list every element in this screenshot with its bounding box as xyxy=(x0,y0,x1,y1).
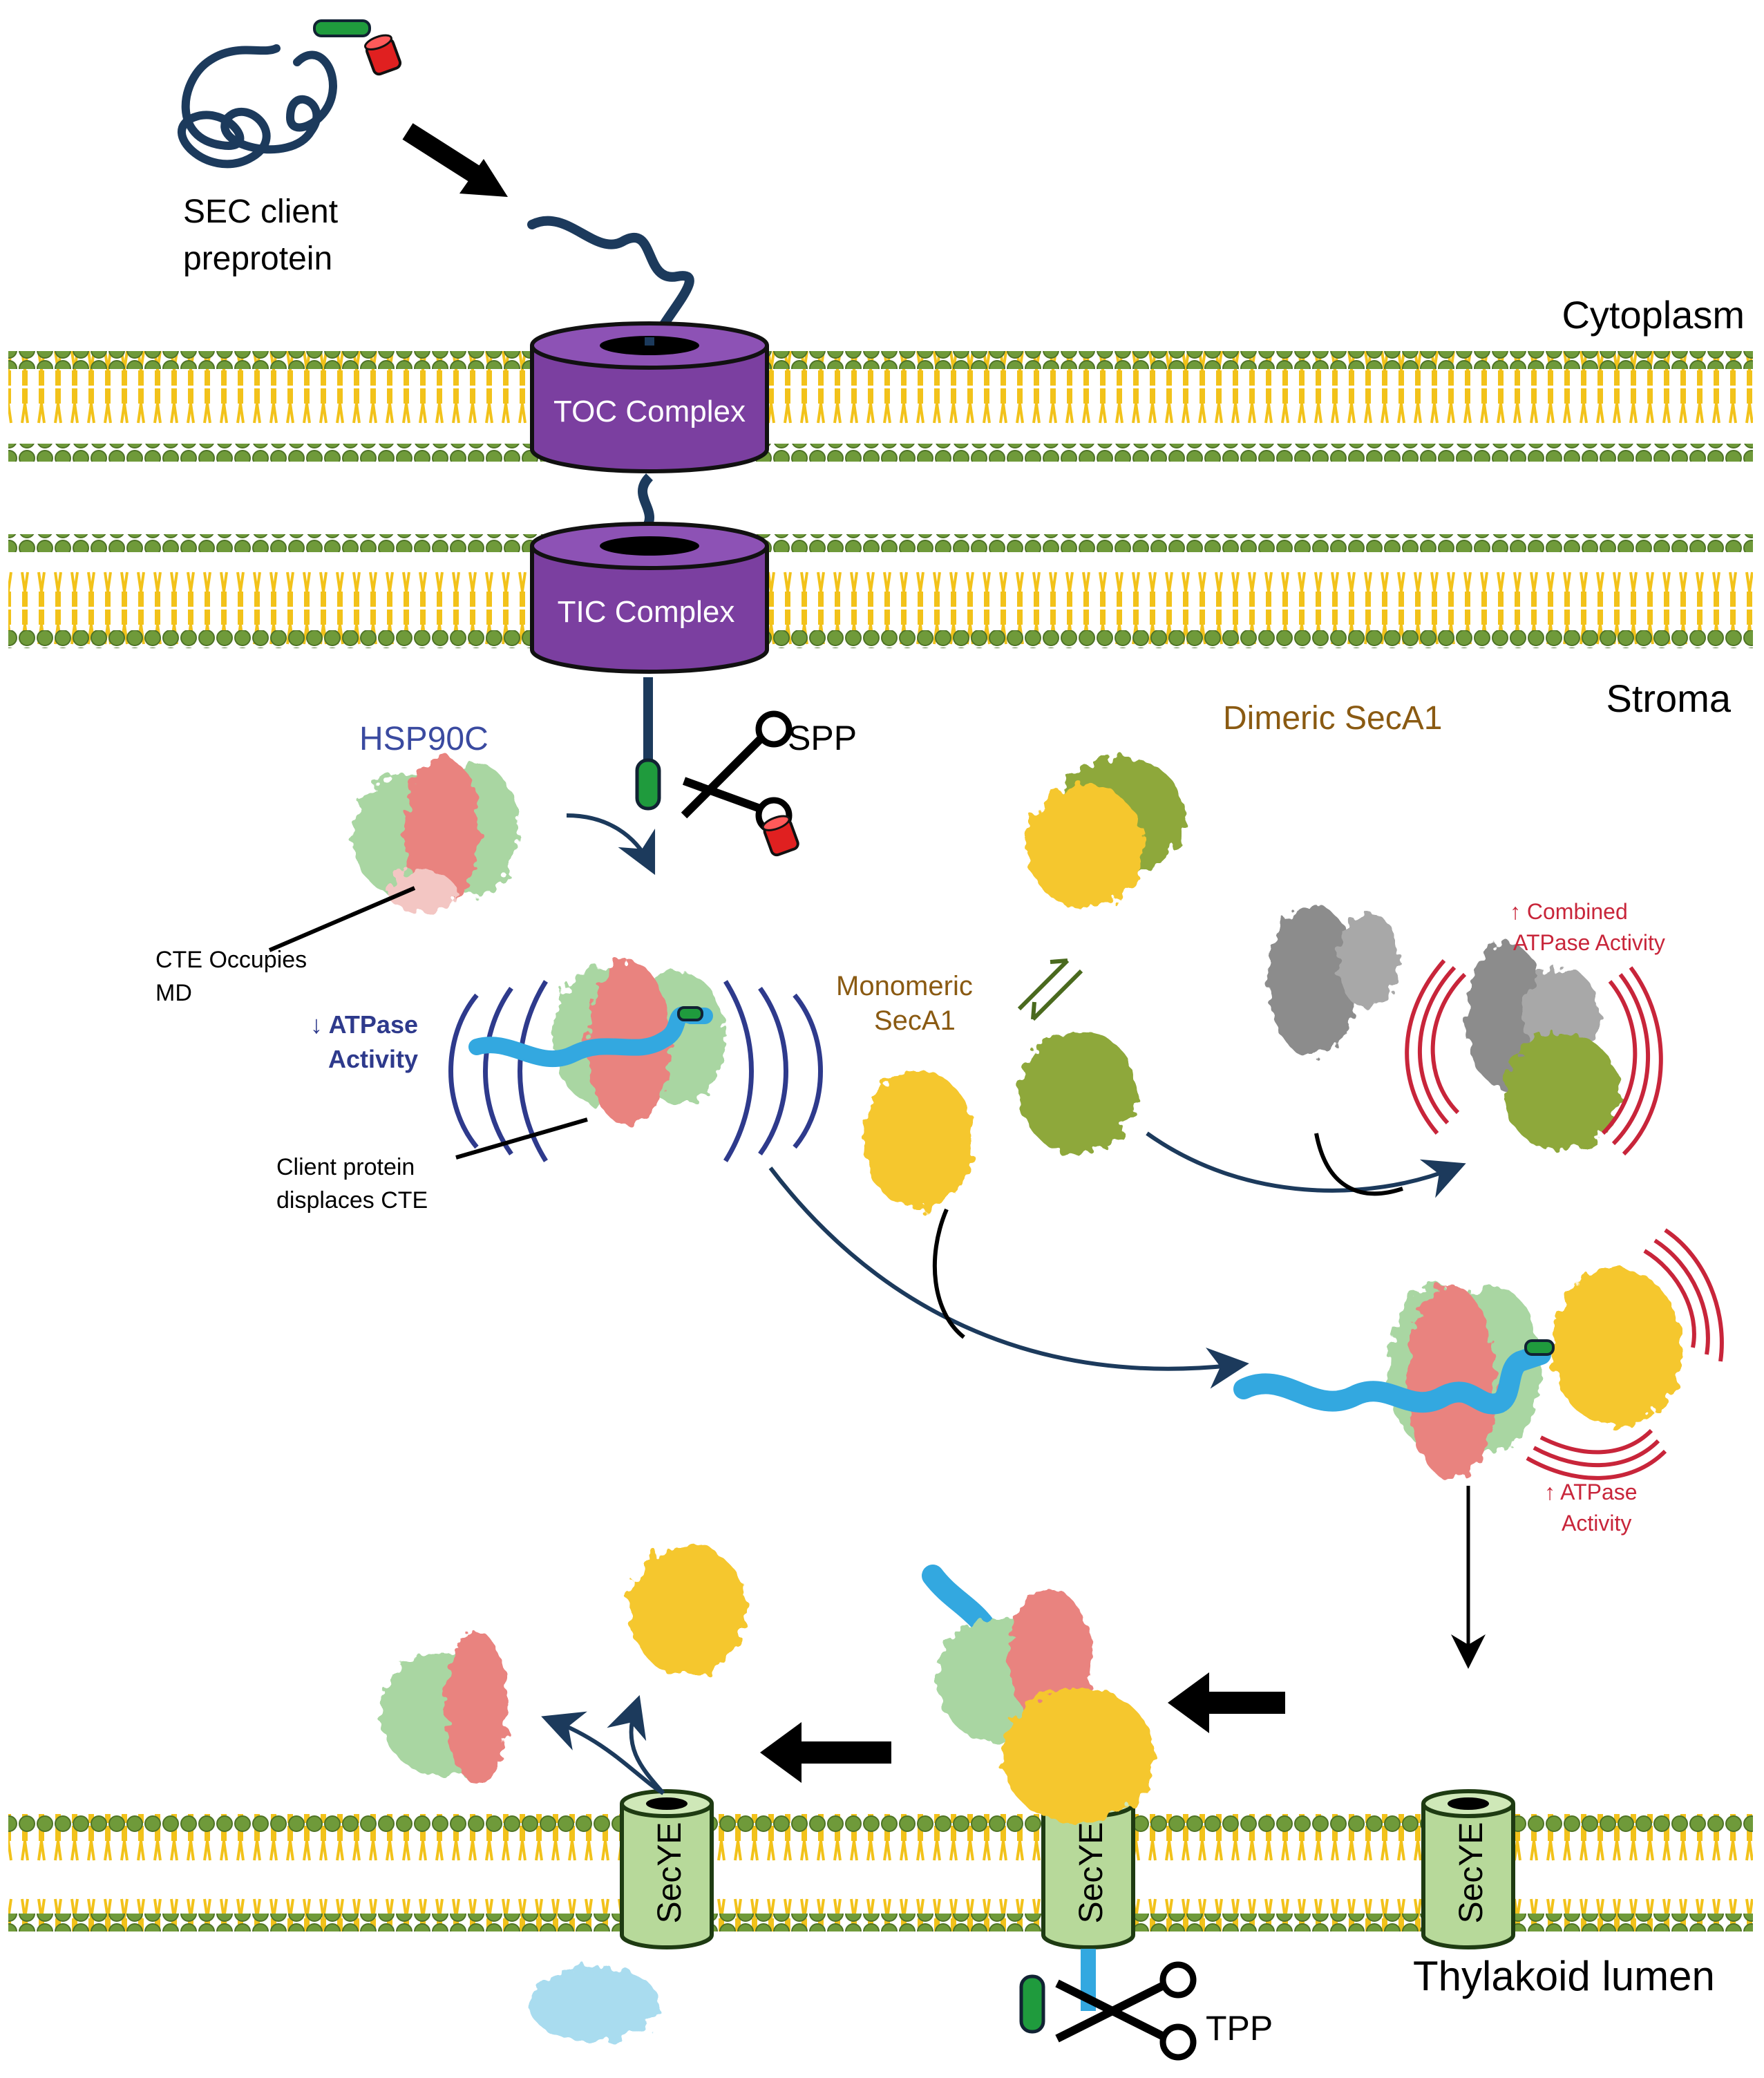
transit-peptide-red xyxy=(363,34,402,76)
atpase-up-label-line1: ↑ ATPase xyxy=(1544,1480,1638,1504)
seca1-monomer-yellow xyxy=(864,1071,974,1209)
atpase-down-label-line2: Activity xyxy=(328,1045,418,1073)
cleaved-signal-green xyxy=(1019,1974,1045,2034)
monomeric-label-line1: Monomeric xyxy=(836,971,973,1001)
seca-join-stroke xyxy=(932,1208,965,1339)
client-pointer-line xyxy=(455,1117,588,1160)
ternary-client-chain xyxy=(1233,1344,1551,1415)
seca1-monomer-olive xyxy=(1019,1030,1137,1154)
released-hsp90c xyxy=(380,1631,508,1783)
spp-label: SPP xyxy=(788,719,857,757)
tic-complex xyxy=(530,522,769,674)
combined-complex xyxy=(1465,943,1620,1151)
cleaved-transit-peptide xyxy=(761,815,799,857)
secye-label-left: SecYE xyxy=(652,1822,688,1924)
gray-join-stroke xyxy=(1314,1133,1403,1196)
combined-label-line2: ATPase Activity xyxy=(1513,930,1665,955)
preprotein-label: preprotein xyxy=(183,240,332,277)
cte-pointer-line xyxy=(268,886,416,952)
to-ternary-arrow xyxy=(768,1166,1249,1389)
vibration-arcs-left xyxy=(448,980,548,1162)
cytoplasm-label: Cytoplasm xyxy=(1562,293,1745,337)
equilibrium-arrows xyxy=(1017,958,1083,1021)
ternary-activity-arcs xyxy=(1526,1228,1724,1480)
thylakoid-signal-green xyxy=(635,758,661,811)
client-label-line1: Client protein xyxy=(276,1154,415,1180)
monomeric-label-line2: SecA1 xyxy=(874,1005,956,1036)
secye-label-middle: SecYE xyxy=(1073,1822,1110,1924)
combined-label-line1: ↑ Combined xyxy=(1510,899,1628,924)
thylakoid-lumen-label: Thylakoid lumen xyxy=(1413,1953,1715,1999)
dimeric-seca1-label: Dimeric SecA1 xyxy=(1223,700,1442,737)
left-arrow-right xyxy=(1168,1672,1285,1733)
atpase-up-label-line2: Activity xyxy=(1562,1511,1631,1536)
inner-envelope-membrane xyxy=(8,534,1753,648)
released-seca1 xyxy=(629,1545,746,1676)
client-label-line2: displaces CTE xyxy=(276,1187,428,1213)
cte-label-line2: MD xyxy=(155,980,192,1006)
ternary-complex xyxy=(1389,1268,1682,1479)
tpp-label: TPP xyxy=(1206,2009,1273,2048)
secye-channel-right xyxy=(1421,1789,1515,1949)
gray-partner-protein xyxy=(1268,905,1399,1057)
signal-peptide-green xyxy=(313,19,371,37)
atpase-down-label-line1: ↓ ATPase xyxy=(310,1010,418,1039)
scissors-icon-tpp xyxy=(1055,1961,1197,2061)
docked-complex xyxy=(936,1589,1154,1824)
toc-complex-label: TOC Complex xyxy=(553,395,746,428)
ternary-signal-green xyxy=(1524,1339,1555,1356)
scissors-icon xyxy=(681,710,793,834)
toc-complex xyxy=(530,321,769,473)
sec-client-label: SEC client xyxy=(183,193,338,230)
stroma-label: Stroma xyxy=(1606,677,1732,720)
seca1-dimer xyxy=(1026,757,1185,909)
mature-protein-lumen xyxy=(529,1966,660,2042)
outer-envelope-membrane xyxy=(8,351,1753,462)
cte-label-line1: CTE Occupies xyxy=(155,947,307,973)
client-protein-chain xyxy=(468,1006,713,1068)
secye-channel-left xyxy=(620,1789,714,1949)
left-arrow-left xyxy=(760,1722,891,1783)
client-signal-green xyxy=(677,1006,703,1021)
secye-label-right: SecYE xyxy=(1453,1822,1490,1924)
tic-complex-label: TIC Complex xyxy=(558,595,735,629)
unfolded-chain xyxy=(527,216,694,364)
hsp-curved-arrow xyxy=(566,813,656,876)
sec-client-preprotein xyxy=(178,19,402,169)
release-arrow-up xyxy=(607,1694,665,1795)
hsp90c-label: HSP90C xyxy=(359,721,489,757)
to-combined-arrow xyxy=(1146,1131,1466,1198)
vibration-arcs-right xyxy=(723,980,823,1162)
hsp90c-closed xyxy=(352,757,518,912)
release-arrow-left xyxy=(541,1711,665,1795)
import-arrow xyxy=(402,123,508,197)
combined-activity-arcs xyxy=(1405,959,1663,1156)
